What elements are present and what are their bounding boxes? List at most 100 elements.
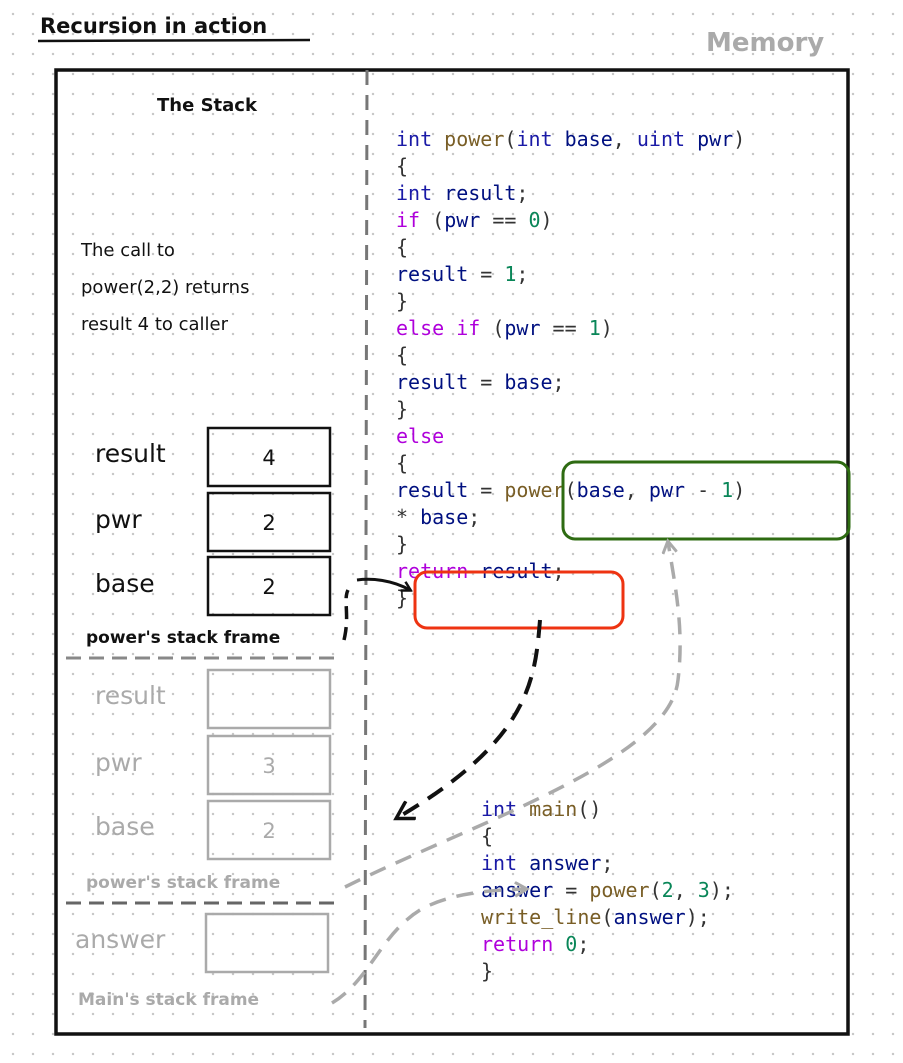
code-line: { — [396, 343, 408, 367]
code-token: result — [396, 262, 468, 286]
code-line: { — [481, 824, 493, 848]
code-line: } — [396, 532, 408, 556]
code-line: { — [396, 154, 408, 178]
code-token: base — [577, 478, 625, 502]
code-token: else — [396, 424, 444, 448]
code-line: } — [396, 586, 408, 610]
variable-box — [204, 912, 330, 974]
code-token: int — [396, 181, 432, 205]
code-token: ); — [686, 905, 710, 929]
variable-value: 2 — [262, 819, 275, 843]
code-token: = — [468, 370, 504, 394]
code-token: ( — [504, 127, 516, 151]
code-token: else if — [396, 316, 480, 340]
code-token: int — [516, 127, 552, 151]
code-token: 1 — [589, 316, 601, 340]
code-line: { — [396, 235, 408, 259]
code-token: 1 — [721, 478, 733, 502]
frame-bracket-arrow — [342, 589, 350, 641]
code-token: pwr — [685, 127, 733, 151]
code-token — [517, 797, 529, 821]
main-function-code: int main(){ int answer; answer = power(2… — [481, 797, 734, 983]
code-token: , — [625, 478, 649, 502]
code-token: 3 — [698, 878, 710, 902]
diagram-title: Recursion in action — [40, 14, 267, 38]
variable-box — [206, 555, 332, 617]
code-token: ) — [601, 316, 613, 340]
code-line: else if (pwr == 1) — [396, 316, 613, 340]
frame-label: Main's stack frame — [78, 990, 259, 1010]
variable-box — [206, 426, 332, 488]
note-line: The call to — [80, 240, 175, 261]
code-token: ( — [480, 316, 504, 340]
caller-to-call-arrow — [344, 542, 682, 889]
code-token: } — [396, 586, 408, 610]
code-line: * base; — [396, 505, 480, 529]
code-token: { — [481, 824, 493, 848]
recursive-call-highlight — [561, 460, 851, 541]
code-token: 1 — [504, 262, 516, 286]
variable-value: 2 — [262, 575, 275, 599]
code-token: ; — [577, 932, 589, 956]
variable-value: 2 — [262, 511, 275, 535]
code-token: answer — [517, 851, 601, 875]
code-token: return — [481, 932, 553, 956]
code-line: result = base; — [396, 370, 565, 394]
code-line: else — [396, 424, 444, 448]
code-token: { — [396, 343, 408, 367]
code-line: } — [396, 289, 408, 313]
code-token: , — [674, 878, 698, 902]
code-token: { — [396, 154, 408, 178]
code-token: base — [553, 127, 613, 151]
code-token: pwr — [444, 208, 480, 232]
variable-name: base — [95, 812, 155, 841]
variable-box — [206, 799, 332, 861]
code-token: ; — [601, 851, 613, 875]
frame-label: power's stack frame — [86, 873, 280, 893]
return-highlight — [413, 570, 625, 630]
code-token: int — [396, 127, 432, 151]
stack-divider — [363, 69, 369, 1029]
code-token: ( — [420, 208, 444, 232]
stack-frame-main: answer Main's stack frame — [75, 912, 330, 1010]
main-to-call-arrow — [331, 889, 526, 1005]
code-token: { — [396, 235, 408, 259]
code-token: = — [468, 478, 504, 502]
stack-frame-caller: result pwr 3 base 2 power's stack frame — [86, 668, 332, 893]
code-token: power — [589, 878, 649, 902]
code-token: if — [396, 208, 420, 232]
code-token: , — [613, 127, 637, 151]
code-token: 2 — [662, 878, 674, 902]
code-line: result = power(base, pwr - 1) — [396, 478, 745, 502]
stack-title: The Stack — [157, 95, 258, 116]
code-line: int result; — [396, 181, 528, 205]
code-token: power — [444, 127, 504, 151]
code-token: { — [396, 451, 408, 475]
code-token: ( — [650, 878, 662, 902]
code-token: - — [685, 478, 721, 502]
code-token: 0 — [565, 932, 577, 956]
memory-box — [54, 68, 850, 1036]
code-token: result — [396, 478, 468, 502]
code-token: uint — [637, 127, 685, 151]
variable-name: pwr — [95, 505, 142, 534]
variable-box — [206, 491, 332, 553]
code-token: result — [432, 181, 516, 205]
code-line: write_line(answer); — [481, 905, 710, 929]
code-token: pwr — [649, 478, 685, 502]
code-token: ; — [516, 181, 528, 205]
code-token: base — [420, 505, 468, 529]
code-token: base — [504, 370, 552, 394]
code-token: ) — [733, 127, 745, 151]
variable-name: pwr — [95, 748, 142, 777]
stack-frame-active: result 4 pwr 2 base 2 power's stack fram… — [86, 426, 332, 648]
code-line: if (pwr == 0) — [396, 208, 553, 232]
variable-name: result — [95, 681, 166, 710]
variable-name: answer — [75, 925, 166, 954]
variable-name: base — [95, 569, 155, 598]
code-token: * — [396, 505, 420, 529]
variable-value: 3 — [262, 754, 275, 778]
code-token: 0 — [528, 208, 540, 232]
code-token — [553, 932, 565, 956]
code-token: == — [480, 208, 528, 232]
